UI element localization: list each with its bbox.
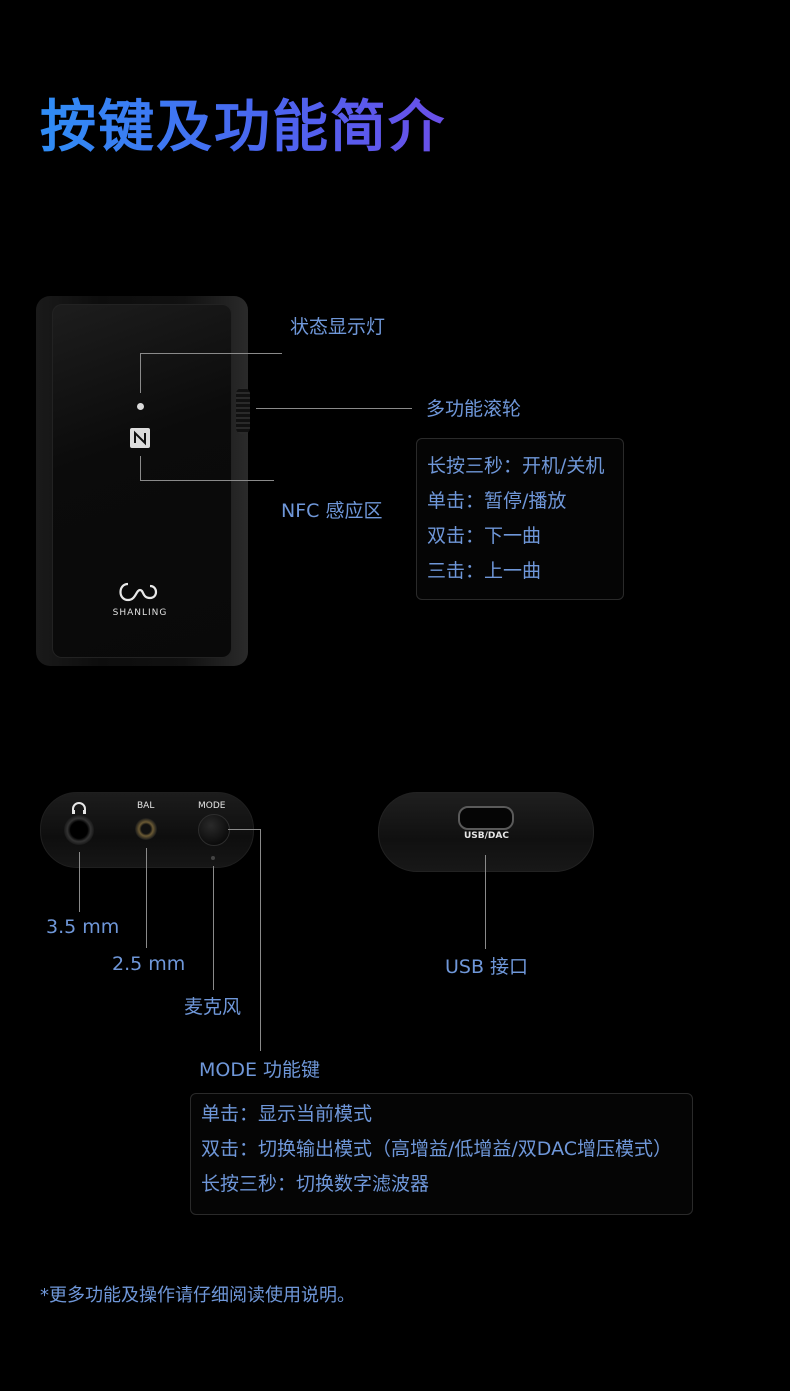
jack25-leader [146, 848, 147, 948]
nfc-leader-h [140, 480, 274, 481]
mode-key-label: MODE 功能键 [199, 1059, 321, 1081]
status-light-label: 状态显示灯 [290, 316, 386, 338]
brand-text: SHANLING [112, 608, 168, 618]
usb-dac-port-label: USB/DAC [464, 831, 509, 841]
jack25-label: 2.5 mm [112, 953, 186, 975]
headphone-glyph [72, 802, 86, 814]
wheel-function-item: 三击：上一曲 [427, 560, 542, 582]
wheel-function-item: 长按三秒：开机/关机 [427, 455, 605, 477]
footnote: *更多功能及操作请仔细阅读使用说明。 [40, 1285, 355, 1306]
page-title: 按键及功能简介 [40, 92, 446, 164]
device-top-panel [378, 792, 594, 872]
headphone-icon [71, 799, 87, 818]
nfc-icon [130, 428, 150, 448]
usb-leader [485, 855, 486, 949]
mode-key-leader-v [260, 829, 261, 1051]
status-light-leader-h [140, 353, 282, 354]
usb-label: USB 接口 [445, 956, 529, 978]
mode-key-functions-box: 单击：显示当前模式 双击：切换输出模式（高增益/低增益/双DAC增压模式） 长按… [190, 1093, 693, 1215]
nfc-area-label: NFC 感应区 [281, 500, 383, 522]
shanling-logo: SHANLING [112, 580, 168, 618]
mic-label: 麦克风 [184, 996, 242, 1018]
mode-key-leader-h [228, 829, 260, 830]
scroll-wheel-functions-box: 长按三秒：开机/关机 单击：暂停/播放 双击：下一曲 三击：上一曲 [416, 438, 624, 600]
microphone-hole [211, 856, 215, 860]
balanced-jack-2-5 [135, 818, 157, 840]
shanling-logo-icon [119, 582, 158, 602]
usb-c-port [458, 806, 514, 830]
mode-function-item: 长按三秒：切换数字滤波器 [201, 1173, 430, 1195]
scroll-wheel-leader [256, 408, 412, 409]
status-led [137, 403, 144, 410]
wheel-function-item: 单击：暂停/播放 [427, 490, 567, 512]
mode-port-label: MODE [198, 801, 226, 811]
mode-function-item: 单击：显示当前模式 [201, 1103, 373, 1125]
wheel-function-item: 双击：下一曲 [427, 525, 542, 547]
scroll-wheel-label: 多功能滚轮 [426, 398, 522, 420]
mode-button [198, 814, 230, 846]
jack35-label: 3.5 mm [46, 916, 120, 938]
status-light-leader-v [140, 353, 141, 393]
jack35-leader [79, 852, 80, 912]
nfc-glyph [134, 430, 146, 446]
mic-leader [213, 866, 214, 990]
nfc-leader-v [140, 456, 141, 480]
mode-function-item: 双击：切换输出模式（高增益/低增益/双DAC增压模式） [201, 1138, 673, 1160]
headphone-jack-3-5 [64, 815, 94, 845]
device-front-image [36, 296, 248, 666]
bal-port-label: BAL [137, 801, 155, 811]
device-front-panel [52, 304, 232, 658]
scroll-wheel [236, 388, 250, 434]
